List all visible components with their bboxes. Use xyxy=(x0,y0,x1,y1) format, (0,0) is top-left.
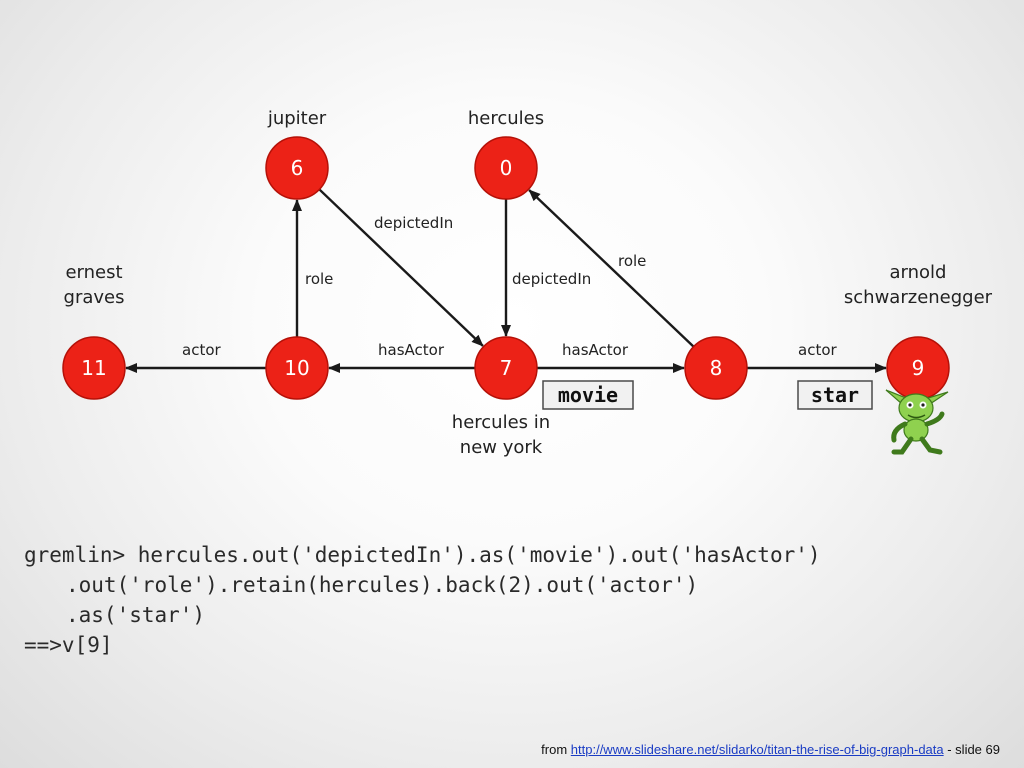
edge-label-actor: actor xyxy=(182,341,221,359)
edge-6-to-7 xyxy=(318,188,484,347)
code-line-4: ==>v[9] xyxy=(24,633,113,657)
node-8: 8 xyxy=(684,336,748,400)
tag-box xyxy=(797,380,873,410)
edges-layer: actor role depictedIn depictedIn hasActor has… xyxy=(125,188,887,373)
node-id: 9 xyxy=(912,356,925,380)
node-circle xyxy=(265,136,329,200)
node-circle xyxy=(684,336,748,400)
edge-label-depictedin: depictedIn xyxy=(512,270,591,288)
edge-8-to-0 xyxy=(528,189,695,348)
node-0: 0 hercules xyxy=(468,108,544,200)
node-id: 7 xyxy=(500,356,513,380)
tag-box xyxy=(542,380,634,410)
step-tag-movie: movie xyxy=(542,380,634,410)
source-link[interactable]: http://www.slideshare.net/slidarko/titan… xyxy=(570,742,944,757)
node-circle xyxy=(474,136,538,200)
node-circle xyxy=(474,336,538,400)
edge-label-hasactor: hasActor xyxy=(378,341,445,359)
node-id: 8 xyxy=(710,356,723,380)
node-circle xyxy=(62,336,126,400)
node-id: 11 xyxy=(81,356,106,380)
code-line-2: .out('role').retain(hercules).back(2).ou… xyxy=(66,573,699,597)
edge-label-hasactor: hasActor xyxy=(562,341,629,359)
node-circle xyxy=(265,336,329,400)
node-id: 10 xyxy=(284,356,309,380)
node-id: 6 xyxy=(291,156,304,180)
code-line-3: .as('star') xyxy=(66,603,206,627)
gremlin-mascot-icon xyxy=(885,389,949,455)
node-label-6: jupiter xyxy=(267,108,327,129)
node-10: 10 xyxy=(265,336,329,400)
property-graph-diagram: actor role depictedIn depictedIn hasActor has… xyxy=(62,108,993,458)
tags-layer: movie star xyxy=(542,380,873,410)
tag-label: movie xyxy=(558,383,618,407)
credit-suffix: - slide 69 xyxy=(943,742,1000,757)
tag-label: star xyxy=(811,383,859,407)
node-label-0: hercules xyxy=(468,108,544,129)
step-tag-star: star xyxy=(797,380,873,410)
source-credit: from http://www.slideshare.net/slidarko/… xyxy=(541,742,1000,757)
edge-label-depictedin: depictedIn xyxy=(374,214,453,232)
edge-label-role: role xyxy=(305,270,333,288)
edge-label-actor: actor xyxy=(798,341,837,359)
node-6: 6 jupiter xyxy=(265,108,329,200)
node-id: 0 xyxy=(500,156,513,180)
gremlin-code-block: gremlin> hercules.out('depictedIn').as('… xyxy=(24,540,821,660)
credit-prefix: from xyxy=(541,742,571,757)
edge-label-role: role xyxy=(618,252,646,270)
code-line-1: gremlin> hercules.out('depictedIn').as('… xyxy=(24,543,821,567)
